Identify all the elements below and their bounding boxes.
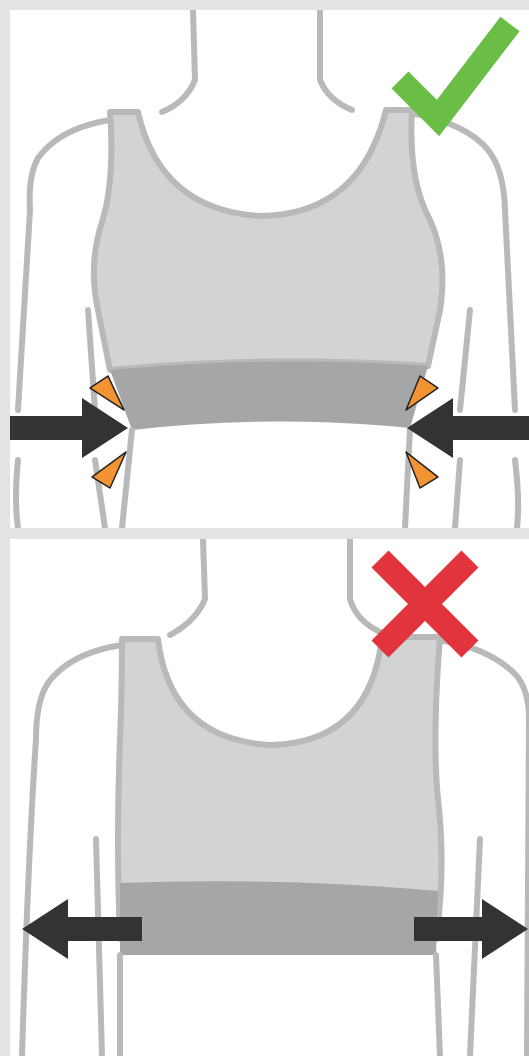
incorrect-fit-illustration <box>10 539 529 1056</box>
left-arm-outline <box>22 739 102 1056</box>
underband <box>110 361 428 430</box>
torso-outline <box>120 955 440 1056</box>
underband <box>120 881 438 955</box>
neck-outline <box>162 10 352 112</box>
right-arm-outline <box>455 210 518 528</box>
correct-fit-panel <box>10 10 529 528</box>
check-mark-icon <box>400 24 510 118</box>
neck-outline <box>170 539 382 635</box>
correct-fit-illustration <box>10 10 529 528</box>
arrow-right-pointing-icon <box>10 398 128 458</box>
garment-body <box>94 110 443 370</box>
incorrect-fit-panel <box>10 539 529 1056</box>
right-arm-outline <box>470 719 529 1056</box>
shoulder-outline <box>36 641 529 739</box>
torso-outline <box>122 428 410 528</box>
arrow-left-pointing-icon <box>407 398 529 458</box>
